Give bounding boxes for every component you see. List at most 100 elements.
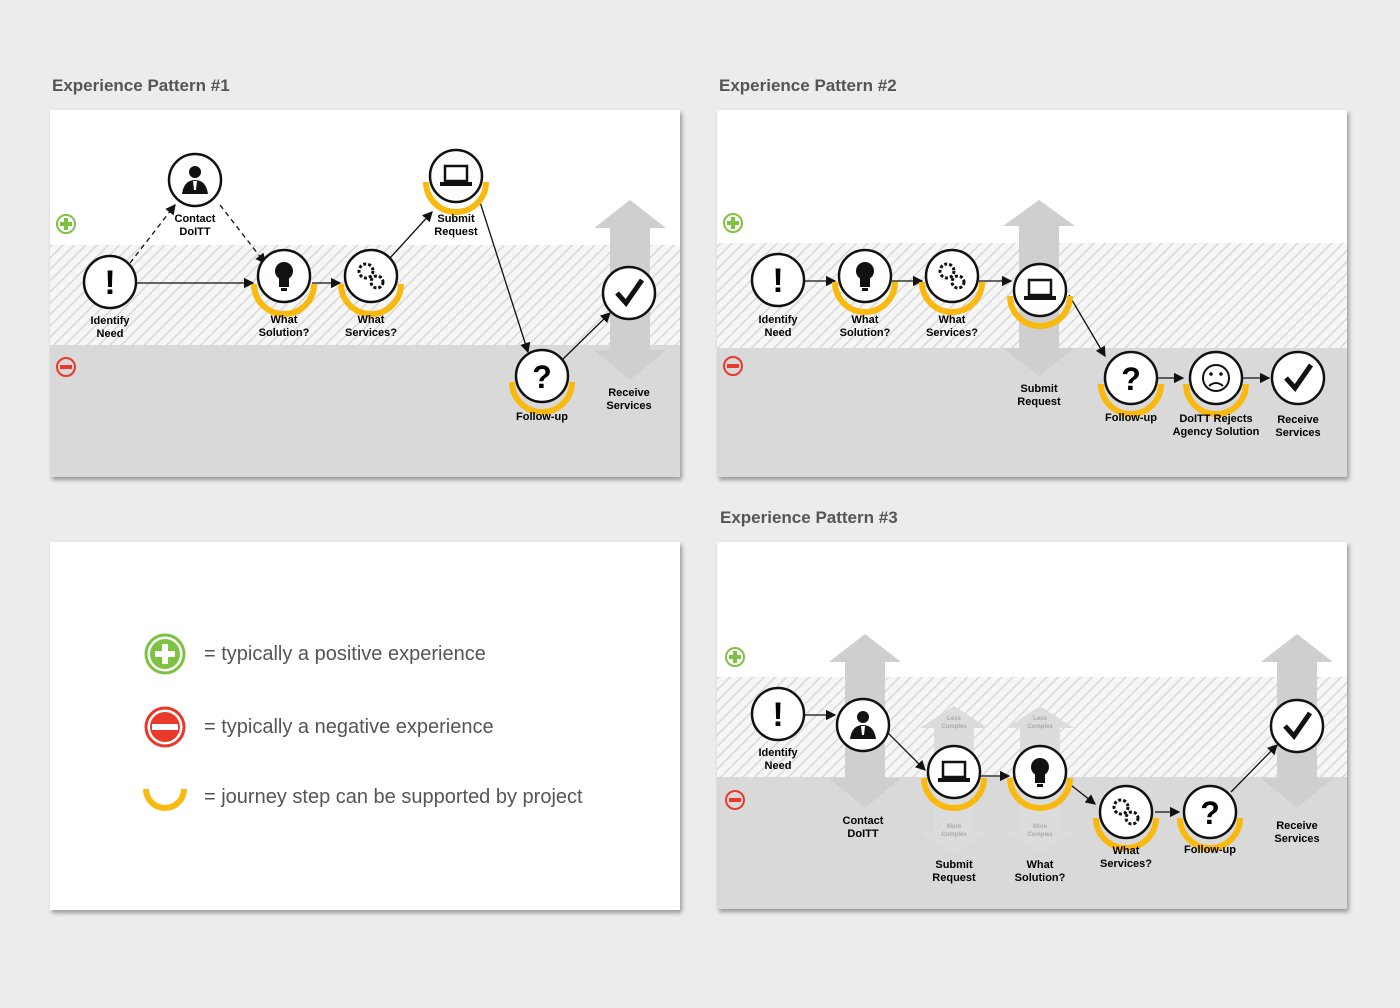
- label-line1: Receive: [1276, 820, 1318, 832]
- negative-icon: [144, 706, 186, 748]
- negative-icon: [723, 356, 743, 376]
- positive-icon: [725, 647, 745, 667]
- checkmark-icon: [1284, 363, 1314, 393]
- support-arc: [832, 281, 898, 315]
- support-arc: [1093, 817, 1159, 851]
- label-line2: Services?: [345, 327, 397, 339]
- positive-icon: [723, 213, 743, 233]
- legend-support-text: = journey step can be supported by proje…: [204, 785, 583, 808]
- node-follow-up: ? Follow-up: [509, 348, 575, 423]
- support-arc: [423, 181, 489, 215]
- node-what-solution: What Solution?: [251, 248, 317, 339]
- node-submit-request: Submit Request: [423, 148, 489, 238]
- checkmark-icon: [1283, 711, 1313, 741]
- node-identify-need: ! Identify Need: [750, 252, 806, 339]
- node-what-services: What Services?: [919, 248, 985, 339]
- exclamation-icon: !: [772, 262, 783, 300]
- negative-icon: [725, 790, 745, 810]
- pattern3-card: Less Complex More Complex Less Complex M…: [717, 542, 1347, 909]
- label-line2: Solution?: [1015, 872, 1066, 884]
- support-arc: [251, 283, 317, 317]
- node-receive-services: Receive Services: [1269, 698, 1325, 845]
- node-contact-doitt: Contact DoITT: [835, 697, 891, 840]
- laptop-icon: [1024, 278, 1056, 300]
- node-follow-up: ? Follow-up: [1098, 350, 1164, 424]
- label-line2: Solution?: [259, 327, 310, 339]
- label-line1: Follow-up: [516, 411, 568, 423]
- label-line1: Contact: [843, 815, 884, 827]
- legend-card: = typically a positive experience = typi…: [50, 542, 680, 910]
- label-line1: What: [852, 314, 879, 326]
- label-line1: DoITT Rejects: [1179, 413, 1252, 425]
- node-what-solution: What Solution?: [1007, 744, 1073, 884]
- laptop-icon: [440, 164, 472, 186]
- negative-icon: [56, 357, 76, 377]
- exclamation-icon: !: [104, 264, 115, 302]
- label-line2: Services?: [1100, 858, 1152, 870]
- support-arc: [1007, 777, 1073, 811]
- negative-band: [50, 345, 680, 477]
- label-line2: Services: [1274, 833, 1319, 845]
- legend-positive-text: = typically a positive experience: [204, 642, 486, 665]
- label-line1: Follow-up: [1105, 412, 1157, 424]
- support-arc: [1007, 295, 1073, 329]
- question-icon: ?: [1200, 795, 1220, 831]
- node-follow-up: ? Follow-up: [1177, 784, 1243, 856]
- support-arc: [1177, 817, 1243, 851]
- person-icon: [182, 166, 208, 194]
- sad-face-icon: [1202, 364, 1230, 392]
- pattern3-title: Experience Pattern #3: [720, 508, 898, 527]
- label-line1: Identify: [758, 747, 798, 759]
- checkmark-icon: [615, 278, 645, 308]
- label-line1: What: [939, 314, 966, 326]
- gears-icon: [357, 262, 385, 290]
- positive-icon: [56, 214, 76, 234]
- less-complex-label: Complex: [1027, 724, 1053, 730]
- label-line1: Submit: [1020, 383, 1058, 395]
- support-arc: [509, 381, 575, 415]
- label-line2: Need: [765, 760, 792, 772]
- label-line2: Request: [434, 226, 478, 238]
- label-line1: What: [1027, 859, 1054, 871]
- label-line2: Services: [1275, 427, 1320, 439]
- label-line2: Need: [97, 328, 124, 340]
- gears-icon: [938, 262, 966, 290]
- more-complex-label: Complex: [941, 832, 967, 838]
- node-what-solution: What Solution?: [832, 248, 898, 339]
- label-line1: Contact: [175, 213, 216, 225]
- label-line2: DoITT: [179, 226, 210, 238]
- label-line2: Request: [932, 872, 976, 884]
- label-line1: Receive: [608, 387, 650, 399]
- pattern2-card: ! Identify Need What Solution? What Serv…: [717, 110, 1347, 477]
- label-line1: Identify: [758, 314, 798, 326]
- pattern1-title: Experience Pattern #1: [52, 76, 230, 95]
- pattern1-card: ! Identify Need Contact DoITT What Solut…: [50, 110, 680, 477]
- label-line1: What: [271, 314, 298, 326]
- lightbulb-icon: [1031, 758, 1049, 787]
- label-line1: Identify: [90, 315, 130, 327]
- node-what-services: What Services?: [338, 248, 404, 339]
- label-line1: Submit: [437, 213, 475, 225]
- node-identify-need: ! Identify Need: [750, 686, 806, 772]
- label-line2: Services: [606, 400, 651, 412]
- pattern2-title: Experience Pattern #2: [719, 76, 897, 95]
- pattern1-diagram: ! Identify Need Contact DoITT What Solut…: [50, 148, 680, 477]
- node-doitt-rejects: DoITT Rejects Agency Solution: [1173, 350, 1260, 438]
- support-arc: [338, 283, 404, 317]
- label-line2: DoITT: [847, 828, 878, 840]
- support-arc: [1098, 383, 1164, 417]
- more-complex-label: More: [947, 824, 962, 830]
- exclamation-icon: !: [772, 696, 783, 734]
- lightbulb-icon: [856, 262, 874, 291]
- more-complex-label: More: [1033, 824, 1048, 830]
- lightbulb-icon: [275, 262, 293, 291]
- node-contact-doitt: Contact DoITT: [167, 152, 223, 238]
- support-arc: [921, 777, 987, 811]
- node-submit-request: Submit Request: [921, 744, 987, 884]
- label-line1: What: [358, 314, 385, 326]
- legend-negative: = typically a negative experience: [142, 705, 494, 749]
- node-receive-services: Receive Services: [1270, 350, 1326, 439]
- label-line1: Receive: [1277, 414, 1319, 426]
- node-what-services: What Services?: [1093, 784, 1159, 870]
- node-receive-services: Receive Services: [601, 265, 657, 412]
